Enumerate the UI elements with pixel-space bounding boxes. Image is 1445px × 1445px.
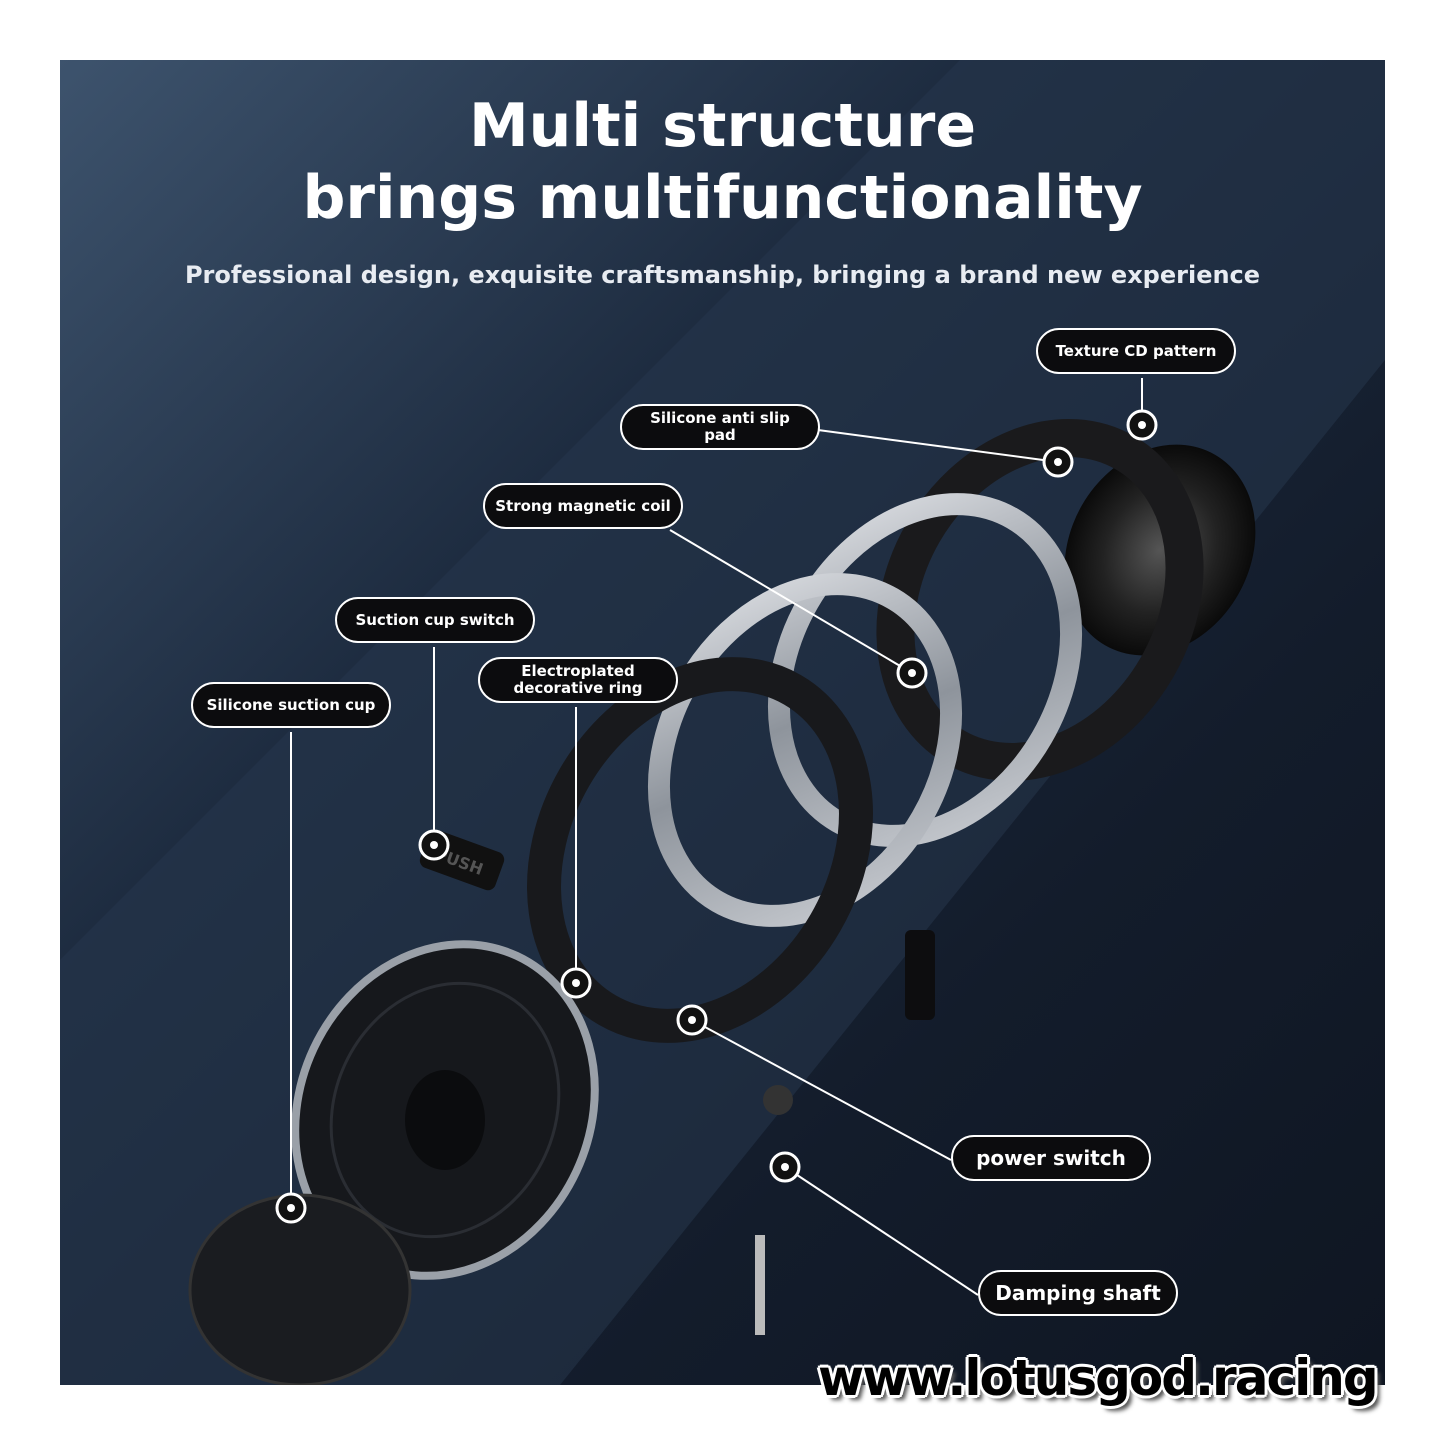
exploded-view-illustration: PUSH	[60, 60, 1385, 1385]
leader-lines	[290, 378, 1143, 1296]
cd-pattern-disc	[1064, 444, 1256, 656]
product-panel: PUSH Multi structure brings multifunctio…	[60, 60, 1385, 1385]
label-silicone-anti-slip-pad: Silicone anti slip pad	[620, 404, 820, 450]
callout-dot-centers	[287, 421, 1146, 1212]
label-silicone-suction-cup: Silicone suction cup	[191, 682, 391, 728]
decorative-ring	[527, 657, 873, 1043]
shaft-cap	[763, 1085, 793, 1115]
hinge	[905, 930, 935, 1020]
label-electroplated-decorative-ring: Electroplated decorative ring	[478, 657, 678, 703]
subtitle: Professional design, exquisite craftsman…	[184, 261, 1261, 289]
body-inner-ring	[329, 981, 561, 1239]
body-center	[405, 1070, 485, 1170]
title-line-2: brings multifunctionality	[302, 163, 1143, 233]
magnetic-coil-ring-1	[767, 493, 1083, 847]
title-line-1: Multi structure	[468, 91, 977, 161]
label-texture-cd-pattern: Texture CD pattern	[1036, 328, 1236, 374]
damping-shaft	[755, 1235, 765, 1335]
suction-cup	[188, 1193, 412, 1385]
label-strong-magnetic-coil: Strong magnetic coil	[483, 483, 683, 529]
label-damping-shaft: Damping shaft	[978, 1270, 1178, 1316]
label-power-switch: power switch	[951, 1135, 1151, 1181]
label-suction-cup-switch: Suction cup switch	[335, 597, 535, 643]
watermark: www.lotusgod.racing	[818, 1349, 1379, 1407]
